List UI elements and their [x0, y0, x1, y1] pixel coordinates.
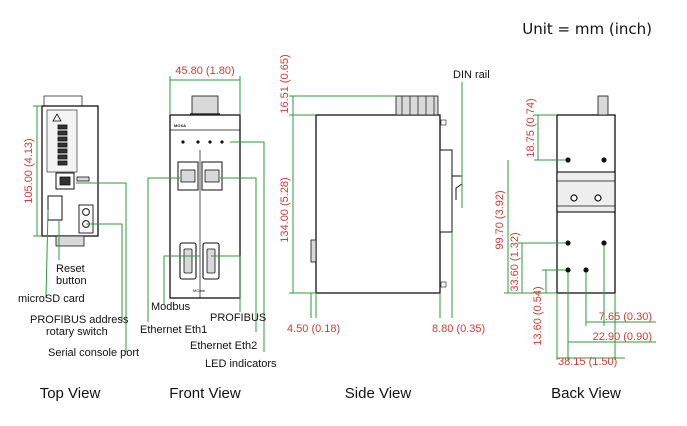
serial-console-port-socket [59, 176, 71, 186]
reset-label-plate [76, 176, 90, 182]
top-view: 105.00 (4.13) Reset button microSD card … [18, 95, 139, 359]
side-view-left-tab [310, 239, 317, 263]
profibus-switch-label-2: rotary switch [46, 326, 108, 338]
brand-logo: MOXA [174, 123, 186, 128]
profibus-label: PROFIBUS [210, 312, 266, 324]
serial-console-label: Serial console port [48, 347, 139, 359]
warning-triangle-icon [52, 113, 62, 122]
din-rail-label: DIN rail [453, 69, 490, 81]
front-view-title: Front View [169, 385, 241, 402]
rotary-switch-leader [86, 223, 123, 322]
back-d-dim: 22.90 (0.90) [593, 331, 652, 343]
side-height-dim: 134.00 (5.28) [279, 177, 291, 242]
back-a-dim: 33.60 (1.32) [509, 232, 521, 291]
eth2-leader [220, 177, 257, 332]
back-view-top-terminal [597, 95, 609, 116]
unit-label: Unit = mm (inch) [522, 20, 652, 38]
model-label: MGate [193, 288, 206, 293]
side-left-dim: 4.50 (0.18) [287, 323, 340, 335]
front-width-dim: 45.80 (1.80) [175, 65, 234, 77]
back-mid-dim: 99.70 (3.92) [494, 190, 506, 249]
microsd-slot [47, 195, 63, 221]
microsd-leader [45, 209, 49, 299]
modbus-label: Modbus [151, 301, 191, 313]
profibus-switch-label: PROFIBUS address [30, 314, 129, 326]
side-view-body [315, 114, 441, 294]
eth2-label: Ethernet Eth2 [190, 340, 257, 352]
back-top-dim: 18.75 (0.74) [525, 98, 537, 157]
back-view-title: Back View [551, 385, 621, 402]
led-leader [230, 141, 265, 352]
back-c-dim: 7.65 (0.30) [599, 311, 652, 323]
side-top-dim: 16.51 (0.65) [279, 54, 291, 113]
back-view: 18.75 (0.74) 99.70 (3.92) 33.60 (1.32) 1… [494, 95, 656, 368]
side-view-top-terminal [395, 95, 439, 116]
din-rail-hook [452, 175, 463, 200]
back-view-din-bracket [556, 171, 616, 213]
side-view: 16.51 (0.65) 134.00 (5.28) 4.50 (0.18) 8… [279, 54, 490, 335]
side-right-dim: 8.80 (0.35) [432, 323, 485, 335]
front-view-top-terminal [191, 95, 219, 116]
profibus-leader [211, 255, 241, 312]
top-view-title: Top View [40, 385, 101, 402]
led-indicators [181, 140, 224, 144]
top-view-top-edge [43, 95, 83, 107]
reset-label: Reset [56, 263, 85, 275]
modbus-leader [163, 255, 200, 304]
top-view-din-clip [55, 235, 85, 247]
back-e-dim: 38.15 (1.50) [558, 356, 617, 368]
top-view-terminals [57, 124, 68, 166]
serial-console-leader [76, 182, 127, 352]
microsd-label: microSD card [18, 293, 85, 305]
top-height-dim: 105.00 (4.13) [23, 138, 35, 203]
din-rail-clip [439, 149, 453, 233]
back-view-screws [565, 157, 607, 273]
led-label: LED indicators [205, 358, 277, 370]
front-view: MOXA MGate 45.80 (1.80) Modbus Ether [140, 65, 277, 370]
eth1-leader [147, 177, 180, 322]
rotary-switch-upper [82, 208, 90, 216]
reset-label-2: button [56, 275, 87, 287]
eth1-label: Ethernet Eth1 [140, 324, 207, 336]
side-view-title: Side View [345, 385, 412, 402]
back-b-dim: 13.60 (0.54) [532, 286, 544, 345]
